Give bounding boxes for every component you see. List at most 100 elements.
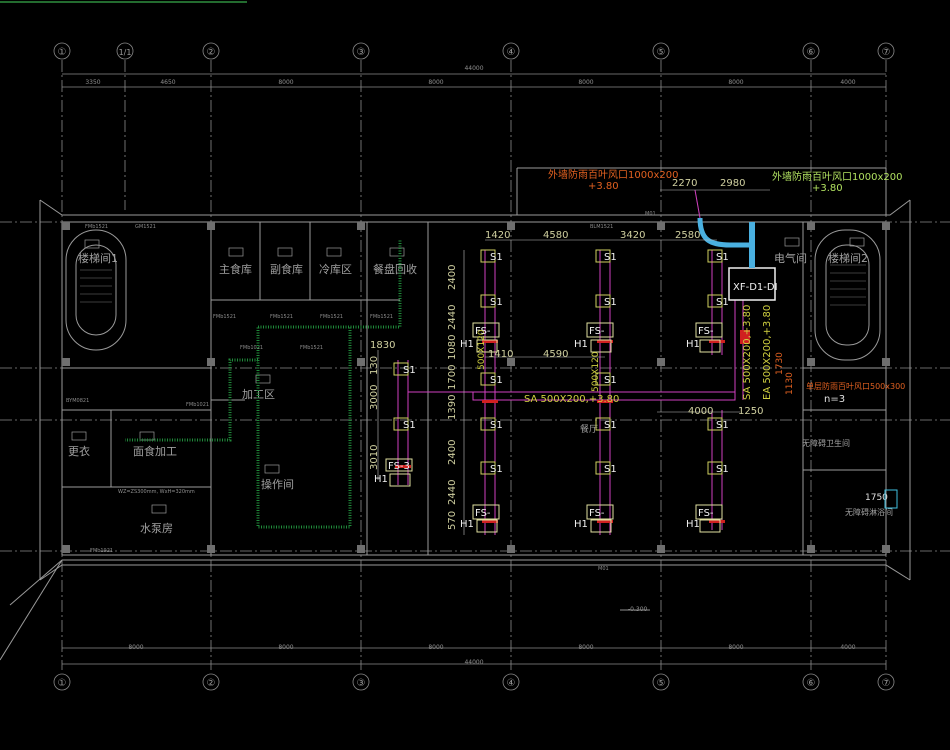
riser-ea-label: EA 500X200,+3.80 — [762, 305, 773, 400]
h1-a2: H1 — [460, 519, 474, 530]
dim-bottom-4: 8000 — [728, 644, 743, 651]
dim-bottom-0: 8000 — [128, 644, 143, 651]
n-label: n=3 — [824, 394, 845, 405]
s1-d1: S1 — [403, 365, 416, 376]
riser-sa-label: SA 500X200,+3.80 — [742, 305, 753, 400]
fs-a1: FS- — [475, 326, 491, 337]
room-change: 更衣 — [68, 444, 90, 458]
axis-labels: ① 1/1 ② ③ ④ ⑤ ⑥ ⑦ ① ② ③ ④ ⑤ ⑥ ⑦ — [58, 47, 891, 689]
s1-a3: S1 — [490, 375, 503, 386]
room-cold-store: 冷库区 — [319, 263, 352, 276]
axis-bottom-4: ④ — [507, 678, 516, 689]
fs-a2: FS- — [475, 508, 491, 519]
fs-b2: FS- — [589, 508, 605, 519]
dim-4590: 4590 — [543, 349, 568, 360]
s1-b4: S1 — [604, 420, 617, 431]
branch-label-2: 500X120 — [591, 351, 601, 392]
vdim-6: 2440 — [447, 480, 458, 505]
vdim-5: 2400 — [447, 440, 458, 465]
s1-d2: S1 — [403, 420, 416, 431]
axis-top-6: ⑥ — [807, 47, 816, 58]
door-fm4: FMb1521 — [320, 314, 343, 320]
kitchen-pipe — [125, 240, 402, 529]
vdim-7: 570 — [447, 511, 458, 530]
room-electric: 电气间 — [774, 251, 807, 265]
room-names: 楼梯间1 主食库 副食库 冷库区 餐盘回收 加工区 更衣 面食加工 操作间 水泵… — [68, 251, 893, 535]
duct-label-right: 外墙防雨百叶风口1000x200 — [772, 170, 902, 183]
axis-bottom-2: ② — [207, 678, 216, 689]
s1-c2: S1 — [716, 297, 729, 308]
room-pump: 水泵房 — [140, 522, 173, 535]
fs-d: FS-3 — [388, 461, 410, 472]
door-fm8: FMb1921 — [90, 548, 113, 554]
axis-grid — [0, 42, 950, 691]
vdim2-1: 3000 — [369, 385, 380, 410]
side-louver-label: 单层防雨百叶风口500x300 — [806, 381, 905, 391]
dim-total-bottom: 44000 — [464, 659, 483, 666]
equipment-labels: S1 S1 S1 S1 S1 S1 S1 S1 S1 S1 S1 S1 S1 S… — [374, 252, 729, 530]
dim-bottom-1: 8000 — [278, 644, 293, 651]
room-main-store: 主食库 — [219, 262, 252, 276]
s1-c1: S1 — [716, 252, 729, 263]
duct-flanges — [395, 330, 750, 523]
vdim2-2: 3010 — [369, 445, 380, 470]
main-duct-label: SA 500X200,+3.80 — [524, 394, 619, 405]
room-sub-store: 副食库 — [270, 262, 303, 276]
room-noodle: 面食加工 — [133, 444, 177, 458]
axis-top-4: ④ — [507, 47, 516, 58]
dim-top-1: 4650 — [160, 79, 175, 86]
vdim-1: 2440 — [447, 305, 458, 330]
axis-top-1-1: 1/1 — [119, 48, 132, 57]
door-m01: M01 — [645, 211, 656, 217]
door-gm1: GM1521 — [135, 224, 156, 230]
fs-c2: FS- — [698, 508, 714, 519]
dim-4580: 4580 — [543, 230, 568, 241]
dim-2580: 2580 — [675, 230, 700, 241]
duct-label-left: 外墙防雨百叶风口1000x200 — [548, 168, 678, 181]
axis-bottom-1: ① — [58, 678, 67, 689]
door-fm3: FMb1521 — [270, 314, 293, 320]
cyan-fixture — [884, 489, 898, 509]
fs-b1: FS- — [589, 326, 605, 337]
axis-top-3: ③ — [357, 47, 366, 58]
h1-d: H1 — [374, 474, 388, 485]
vdim-3: 1700 — [447, 365, 458, 390]
door-fm2: FMb1521 — [213, 314, 236, 320]
h1-c1: H1 — [686, 339, 700, 350]
door-bym: BYM0821 — [66, 398, 89, 404]
dim-bottom-5: 4000 — [840, 644, 855, 651]
door-fm7: FMb1521 — [300, 345, 323, 351]
dim-1250: 1250 — [738, 406, 763, 417]
room-dish-return: 餐盘回收 — [373, 262, 417, 276]
dim-top-5: 8000 — [728, 79, 743, 86]
door-blm: BLM1521 — [590, 224, 613, 230]
axis-bottom-3: ③ — [357, 678, 366, 689]
s1-c5: S1 — [716, 464, 729, 475]
h1-a1: H1 — [460, 339, 474, 350]
columns — [62, 222, 890, 553]
axis-top-5: ⑤ — [657, 47, 666, 58]
room-stair2: 楼梯间2 — [828, 251, 868, 265]
vdim2-0: 130 — [369, 356, 380, 375]
h1-b2: H1 — [574, 519, 588, 530]
l1130: 1130 — [785, 372, 795, 395]
s1-c4: S1 — [716, 420, 729, 431]
dim-2980: 2980 — [720, 178, 745, 189]
diffusers — [393, 249, 723, 475]
xf-unit-label: XF-D1-DI — [733, 282, 778, 293]
h1-b1: H1 — [574, 339, 588, 350]
room-process: 加工区 — [242, 388, 275, 401]
s1-a2: S1 — [490, 297, 503, 308]
axis-top-1: ① — [58, 47, 67, 58]
s1-b2: S1 — [604, 297, 617, 308]
dim-top-2: 8000 — [278, 79, 293, 86]
dim-2270: 2270 — [672, 178, 697, 189]
s1-a1: S1 — [490, 252, 503, 263]
vdim-4: 1390 — [447, 395, 458, 420]
room-dining: 餐厅 — [580, 423, 598, 435]
hvac-texts: 外墙防雨百叶风口1000x200 +3.80 外墙防雨百叶风口1000x200 … — [369, 168, 905, 530]
elev-right: +3.80 — [812, 183, 843, 194]
stair-treads — [80, 264, 866, 306]
dim-1420: 1420 — [485, 230, 510, 241]
